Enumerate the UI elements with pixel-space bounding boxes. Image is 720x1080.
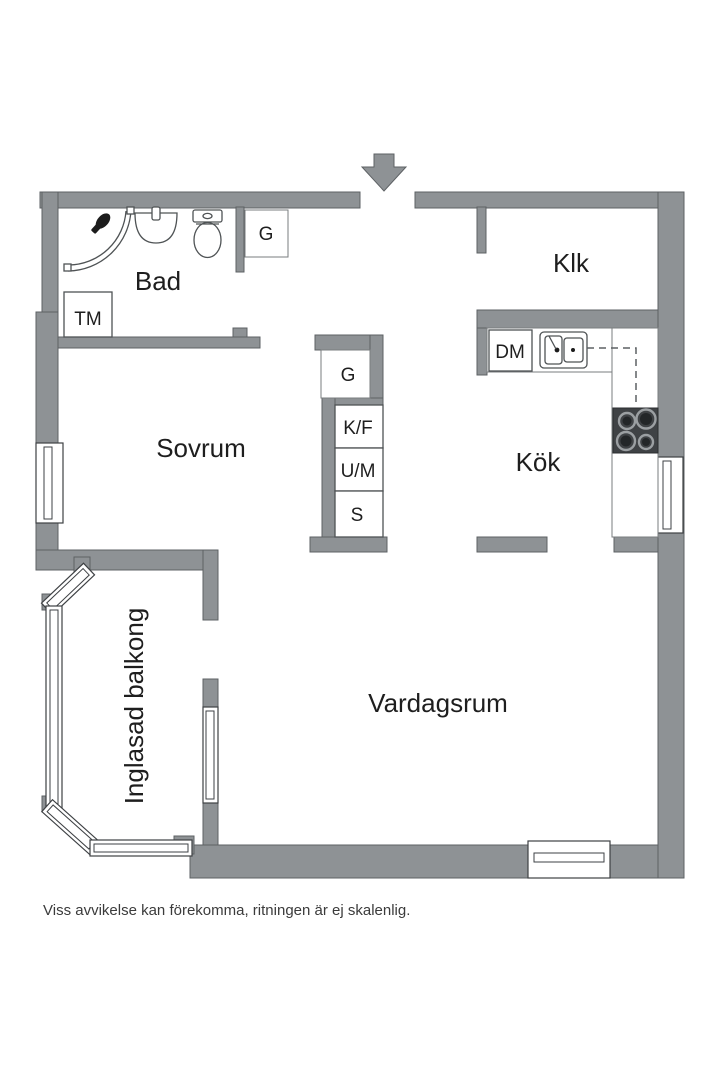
toilet-icon xyxy=(192,209,223,259)
room-label-sovrum: Sovrum xyxy=(156,433,246,463)
fridge-freezer-box xyxy=(334,404,384,449)
windows xyxy=(35,442,684,879)
kitchen-sink-icon xyxy=(539,331,588,369)
room-label-bad: Bad xyxy=(135,266,181,296)
wall xyxy=(202,549,219,621)
wall xyxy=(202,802,219,846)
wall xyxy=(35,549,219,571)
window-kitchen xyxy=(654,456,684,534)
entry-arrow-icon xyxy=(360,153,408,192)
wall xyxy=(57,336,261,349)
wall xyxy=(476,206,487,254)
storage-units xyxy=(244,209,384,538)
window-balcony-partition xyxy=(202,706,219,804)
window-livingroom xyxy=(527,840,611,879)
unit-label-g-bedroom: G xyxy=(341,365,356,386)
wall xyxy=(476,536,548,553)
room-labels: Bad Klk Sovrum Kök Vardagsrum Inglasad b… xyxy=(119,248,590,804)
washing-machine-box xyxy=(63,291,113,338)
unit-label-kf: K/F xyxy=(343,418,373,439)
unit-label-tm: TM xyxy=(74,309,101,330)
balcony-glazing xyxy=(40,562,193,857)
wall xyxy=(41,191,59,313)
wall xyxy=(476,309,659,329)
wall xyxy=(202,678,219,708)
stove-icon xyxy=(612,407,659,454)
wall xyxy=(232,327,248,338)
dishwasher-box xyxy=(488,329,533,372)
wall xyxy=(39,191,361,209)
bathroom-fixtures xyxy=(63,206,223,338)
shower-icon xyxy=(63,206,135,272)
pantry-box xyxy=(334,490,384,538)
disclaimer-text: Viss avvikelse kan förekomma, ritningen … xyxy=(43,902,411,919)
wall xyxy=(613,536,659,553)
unit-label-g-hall: G xyxy=(259,224,274,245)
window-bedroom xyxy=(35,442,64,524)
wall xyxy=(235,206,245,273)
unit-label-dm: DM xyxy=(495,342,525,363)
bedroom-wardrobe-box xyxy=(320,349,371,399)
unit-labels: TM G G DM K/F U/M S xyxy=(74,224,525,526)
wall xyxy=(35,311,59,444)
unit-label-um: U/M xyxy=(341,461,376,482)
oven-micro-box xyxy=(334,447,384,492)
wall xyxy=(657,191,685,879)
room-label-kok: Kök xyxy=(516,447,562,477)
wall xyxy=(321,397,336,544)
hall-wardrobe-box xyxy=(244,209,289,258)
wall xyxy=(476,327,488,376)
kitchen-fixtures xyxy=(486,327,659,538)
washbasin-icon xyxy=(134,206,178,244)
unit-label-s: S xyxy=(351,505,364,526)
overhead-cabinet-dashed-line xyxy=(587,347,637,407)
wall xyxy=(414,191,659,209)
room-label-inglasad-balkong: Inglasad balkong xyxy=(119,608,149,805)
room-label-klk: Klk xyxy=(553,248,590,278)
room-label-vardagsrum: Vardagsrum xyxy=(368,688,508,718)
wall xyxy=(309,536,388,553)
